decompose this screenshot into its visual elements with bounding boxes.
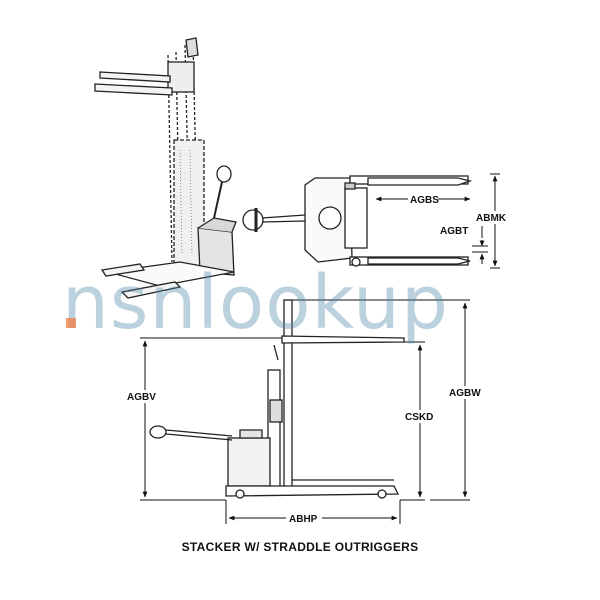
label-agbt: AGBT — [440, 226, 468, 237]
watermark-accent-square — [66, 318, 76, 328]
watermark-text: nsnlookup — [62, 260, 449, 346]
label-abhp: ABHP — [289, 514, 318, 525]
top-view-stacker — [242, 175, 473, 267]
label-agbw: AGBW — [449, 388, 481, 399]
label-cskd: CSKD — [405, 412, 433, 423]
watermark: nsnlookup — [62, 260, 449, 346]
side-view-dimensions — [140, 299, 470, 524]
diagram-caption: STACKER W/ STRADDLE OUTRIGGERS — [181, 540, 419, 554]
side-view-stacker — [149, 299, 405, 499]
dimension-labels: AGBS AGBT ABMK AGBV CSKD AGBW ABHP — [122, 193, 512, 525]
label-agbv: AGBV — [127, 392, 156, 403]
isometric-stacker-view — [94, 37, 237, 299]
label-abmk: ABMK — [476, 213, 507, 224]
label-agbs: AGBS — [410, 195, 439, 206]
